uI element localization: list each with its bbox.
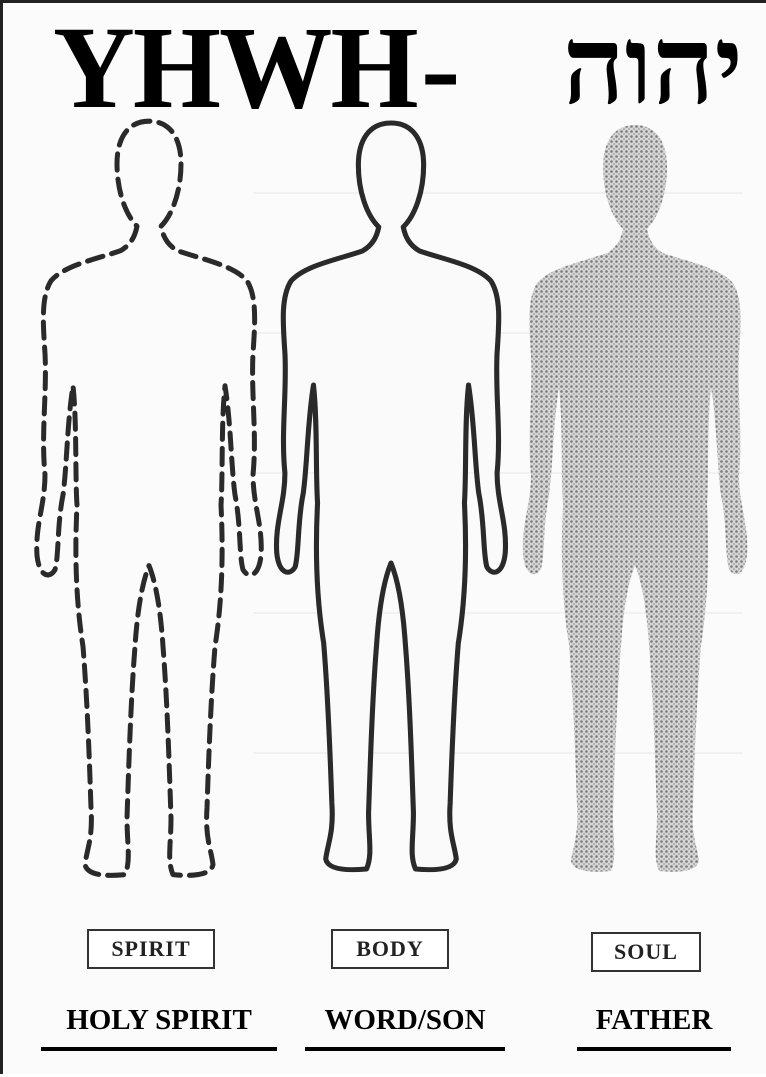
label-box-soul: SOUL: [591, 932, 701, 972]
figure-body-solid-silhouette: [276, 123, 505, 870]
label-box-spirit: SPIRIT: [87, 929, 215, 969]
caption-father: FATHER: [577, 1003, 731, 1051]
figure-soul-stippled-silhouette: [523, 125, 748, 872]
caption-word-son: WORD/SON: [305, 1003, 505, 1051]
caption-holy-spirit: HOLY SPIRIT: [41, 1003, 277, 1051]
figure-spirit-dashed-silhouette: [37, 121, 262, 875]
figures-illustration: [3, 3, 766, 1077]
label-box-body: BODY: [331, 929, 449, 969]
